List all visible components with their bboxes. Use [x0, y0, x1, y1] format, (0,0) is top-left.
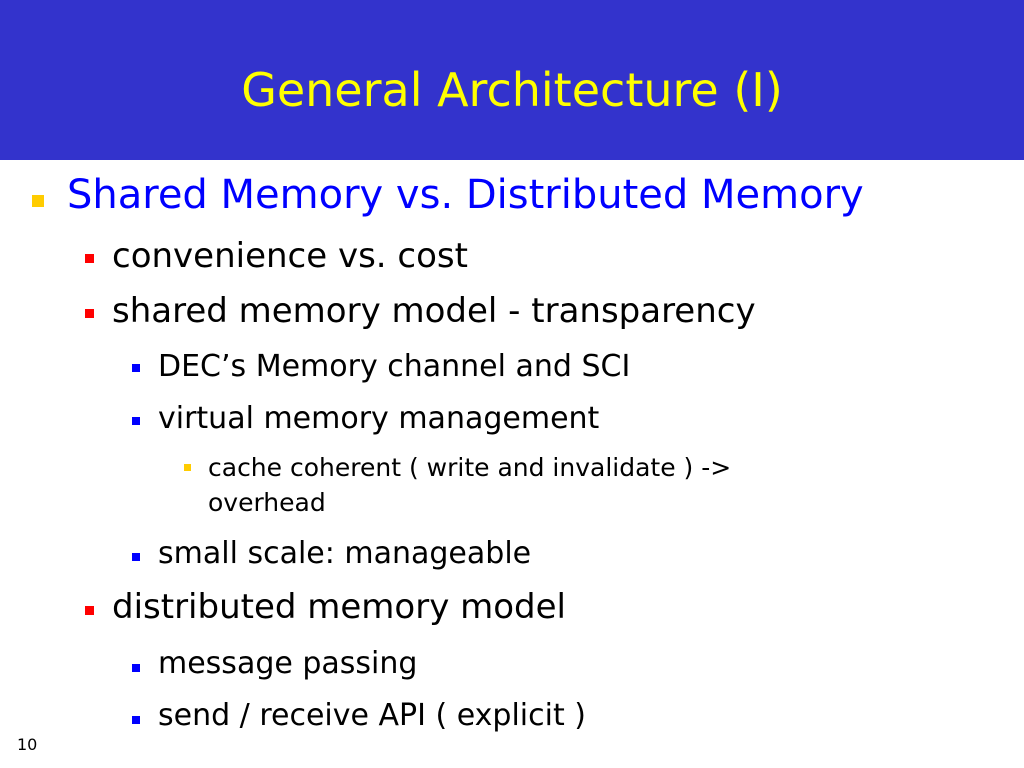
outline-item: distributed memory model — [112, 587, 567, 627]
outline-item: convenience vs. cost — [112, 236, 468, 276]
slide-title: General Architecture (I) — [241, 63, 783, 117]
title-bar: General Architecture (I) — [0, 0, 1024, 160]
outline-item: cache coherent ( write and invalidate ) … — [208, 453, 732, 482]
outline-item: message passing — [158, 646, 418, 681]
square-bullet-icon — [132, 664, 140, 672]
square-bullet-icon — [132, 553, 140, 561]
outline-item: shared memory model - transparency — [112, 291, 756, 331]
square-bullet-icon — [85, 254, 94, 263]
outline-item: DEC’s Memory channel and SCI — [158, 349, 631, 384]
outline-item: overhead — [208, 488, 326, 517]
outline-item: small scale: manageable — [158, 536, 532, 571]
square-bullet-icon — [132, 716, 140, 724]
square-bullet-icon — [85, 606, 94, 615]
square-bullet-icon — [32, 195, 44, 207]
outline-item: virtual memory management — [158, 401, 600, 436]
square-bullet-icon — [132, 417, 140, 425]
page-number: 10 — [17, 735, 38, 754]
square-bullet-icon — [85, 309, 94, 318]
square-bullet-icon — [184, 464, 191, 471]
outline-item: Shared Memory vs. Distributed Memory — [67, 172, 864, 218]
square-bullet-icon — [132, 364, 140, 372]
outline-item: send / receive API ( explicit ) — [158, 698, 586, 733]
